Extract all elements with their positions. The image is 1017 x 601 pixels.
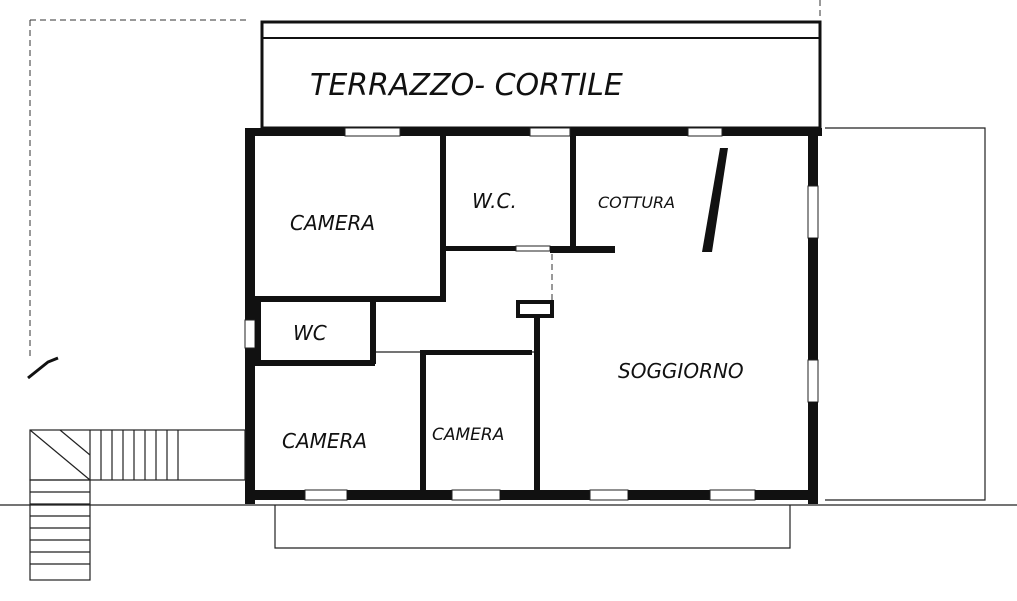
label-terrace: TERRAZZO- CORTILE <box>310 68 623 103</box>
label-living: SOGGIORNO <box>618 359 744 383</box>
label-wc-small: WC <box>293 321 327 345</box>
label-bedroom-top-left: CAMERA <box>290 211 375 235</box>
exterior-walls <box>244 127 822 504</box>
label-kitchen: COTTURA <box>598 193 675 212</box>
label-bedroom-bottom-left: CAMERA <box>282 429 367 453</box>
site-outline <box>0 0 1017 549</box>
terrace: TERRAZZO- CORTILE <box>260 20 822 130</box>
external-stair <box>27 356 246 581</box>
label-wc-top: W.C. <box>472 189 517 213</box>
interior-walls <box>255 136 728 492</box>
label-bedroom-bottom-mid: CAMERA <box>432 425 504 445</box>
